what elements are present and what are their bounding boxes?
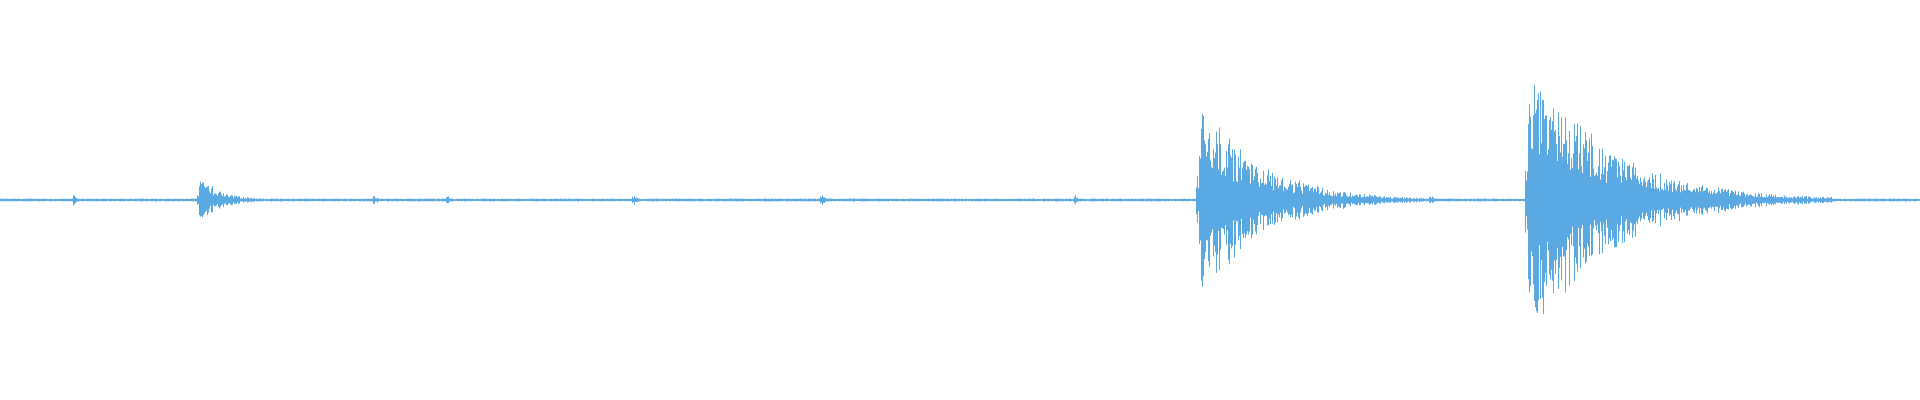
waveform-path bbox=[0, 85, 1920, 315]
waveform-samples bbox=[0, 85, 1920, 315]
